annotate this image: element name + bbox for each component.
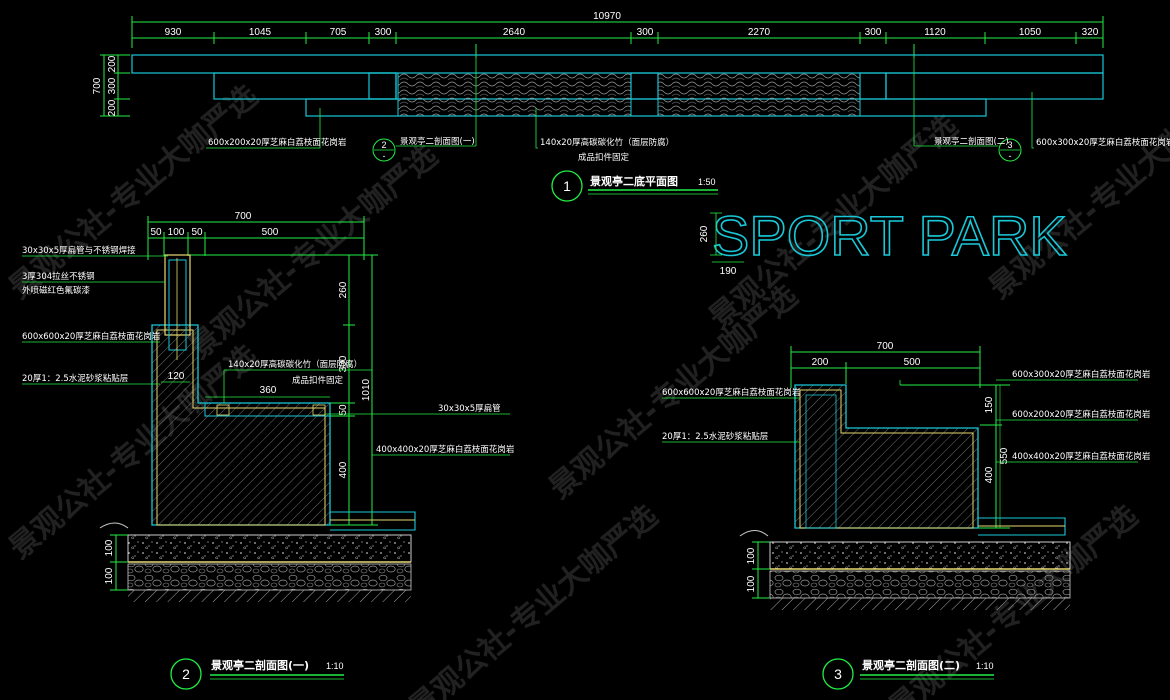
sport-park-logo: SPORT PARK 260 190 bbox=[699, 203, 1068, 277]
segment-dimension: 705 bbox=[330, 27, 347, 38]
plan-title: 景观亭二底平面图 bbox=[589, 174, 678, 188]
section1-seat-dimension: 360 bbox=[260, 385, 277, 396]
section2-right-callout: 600x200x20厚芝麻白荔枝面花岗岩 bbox=[1012, 409, 1151, 420]
section1-callout: 3厚304拉丝不锈钢 bbox=[22, 271, 95, 282]
section2-top-dimension: 500 bbox=[904, 357, 921, 368]
watermark-text: 景观公社-专业大咖严选 bbox=[403, 498, 665, 700]
section2-foundation-dimension: 100 bbox=[746, 547, 757, 564]
section1-callout: 20厚1：2.5水泥砂浆粘贴层 bbox=[22, 373, 128, 384]
section1-seat-callout-sub: 成品扣件固定 bbox=[292, 375, 344, 386]
plan-view: 10970 930 1045 705 300 2640 300 2270 300… bbox=[92, 11, 1170, 202]
section-ref-number: 3 bbox=[1007, 140, 1012, 150]
logo-text: SPORT PARK bbox=[712, 204, 1067, 267]
segment-dimension: 2270 bbox=[748, 27, 771, 38]
section2-right-callout: 600x300x20厚芝麻白荔枝面花岗岩 bbox=[1012, 369, 1151, 380]
logo-stroke-dimension: 190 bbox=[720, 266, 737, 277]
section2-left-callout: 600x600x20厚芝麻白荔枝面花岗岩 bbox=[662, 387, 801, 398]
section1-foundation-dimension: 100 bbox=[104, 539, 115, 556]
section1-top-dimension: 50 bbox=[150, 227, 162, 238]
section1-title: 景观亭二剖面图(一) bbox=[210, 658, 309, 672]
segment-dimension: 300 bbox=[375, 27, 392, 38]
section1-height-dimension: 400 bbox=[338, 461, 349, 478]
plan-callout-mid: 140x20厚高碳碳化竹（面层防腐） bbox=[540, 137, 674, 148]
plan-callout-mid-sub: 成品扣件固定 bbox=[578, 152, 630, 163]
segment-dimension: 1045 bbox=[249, 27, 272, 38]
section2-top-dimension: 200 bbox=[812, 357, 829, 368]
section1-height-dimension: 260 bbox=[338, 281, 349, 298]
section1-seat-callout: 140x20厚高碳碳化竹（面层防腐） bbox=[228, 359, 362, 370]
segment-dimension: 930 bbox=[165, 27, 182, 38]
section1-scale: 1:10 bbox=[326, 661, 344, 671]
section2-top-dimension: 700 bbox=[877, 341, 894, 352]
segment-dimension: 300 bbox=[865, 27, 882, 38]
section1-callout: 30x30x5厚扁管与不锈钢焊接 bbox=[22, 245, 136, 256]
watermark-text: 景观公社-专业大咖严选 bbox=[983, 78, 1170, 306]
section-ref-denominator: - bbox=[383, 151, 386, 161]
section1-height-dimension: 300 bbox=[338, 355, 349, 372]
section-ref-number: 2 bbox=[381, 140, 386, 150]
section1-callout: 外喷磁红色氟碳漆 bbox=[22, 285, 91, 296]
section2-right-callout: 400x400x20厚芝麻白荔枝面花岗岩 bbox=[1012, 451, 1151, 462]
segment-dimension: 2640 bbox=[503, 27, 526, 38]
section1-top-dimension: 100 bbox=[168, 227, 185, 238]
section-ref-denominator: - bbox=[1009, 151, 1012, 161]
plan-title-number: 1 bbox=[563, 178, 571, 194]
section2-scale: 1:10 bbox=[976, 661, 994, 671]
watermark-text: 景观公社-专业大咖严选 bbox=[183, 138, 445, 366]
section1-title-number: 2 bbox=[182, 666, 190, 682]
segment-dimension: 320 bbox=[1082, 27, 1099, 38]
plan-height-dimension: 300 bbox=[107, 77, 118, 94]
section1-height-dimension: 50 bbox=[338, 404, 349, 416]
section2-height-dimension: 400 bbox=[984, 466, 995, 483]
plan-height-dimension: 200 bbox=[107, 99, 118, 116]
section-2: 700 200 500 150 400 550 100 1 bbox=[662, 341, 1151, 690]
section1-top-dimension: 700 bbox=[235, 211, 252, 222]
section1-top-dimension: 500 bbox=[262, 227, 279, 238]
section2-total-dimension: 550 bbox=[999, 447, 1010, 464]
section1-foundation-dimension: 100 bbox=[104, 567, 115, 584]
section1-total-dimension: 1010 bbox=[361, 378, 372, 401]
segment-dimension: 1050 bbox=[1019, 27, 1042, 38]
section2-left-callout: 20厚1：2.5水泥砂浆粘贴层 bbox=[662, 431, 768, 442]
section1-right-callout: 400x400x20厚芝麻白荔枝面花岗岩 bbox=[376, 444, 515, 455]
plan-scale: 1:50 bbox=[698, 177, 716, 187]
plan-height-dimension: 200 bbox=[107, 55, 118, 72]
section1-right-callout: 30x30x5厚扁管 bbox=[438, 403, 501, 414]
segment-dimension: 300 bbox=[637, 27, 654, 38]
plan-height-dimension: 700 bbox=[92, 77, 103, 94]
section-1: 700 50 100 50 500 260 300 50 400 1010 bbox=[22, 211, 515, 690]
section1-callout: 600x600x20厚芝麻白荔枝面花岗岩 bbox=[22, 331, 161, 342]
section1-top-dimension: 50 bbox=[191, 227, 203, 238]
section2-foundation-dimension: 100 bbox=[746, 575, 757, 592]
section-ref-label: 景观亭二剖面图(一) bbox=[400, 136, 475, 147]
section-ref-label: 景观亭二剖面图(二) bbox=[934, 136, 1009, 147]
section1-inner-dimension: 120 bbox=[168, 371, 185, 382]
segment-dimension: 1120 bbox=[924, 27, 946, 38]
plan-callout-left: 600x200x20厚芝麻白荔枝面花岗岩 bbox=[208, 137, 347, 148]
logo-height-dimension: 260 bbox=[699, 225, 710, 242]
section2-title: 景观亭二剖面图(二) bbox=[861, 658, 960, 672]
section2-title-number: 3 bbox=[834, 666, 842, 682]
section2-height-dimension: 150 bbox=[984, 396, 995, 413]
plan-callout-right: 600x300x20厚芝麻白荔枝面花岗岩 bbox=[1036, 137, 1170, 148]
overall-dimension: 10970 bbox=[593, 11, 621, 22]
